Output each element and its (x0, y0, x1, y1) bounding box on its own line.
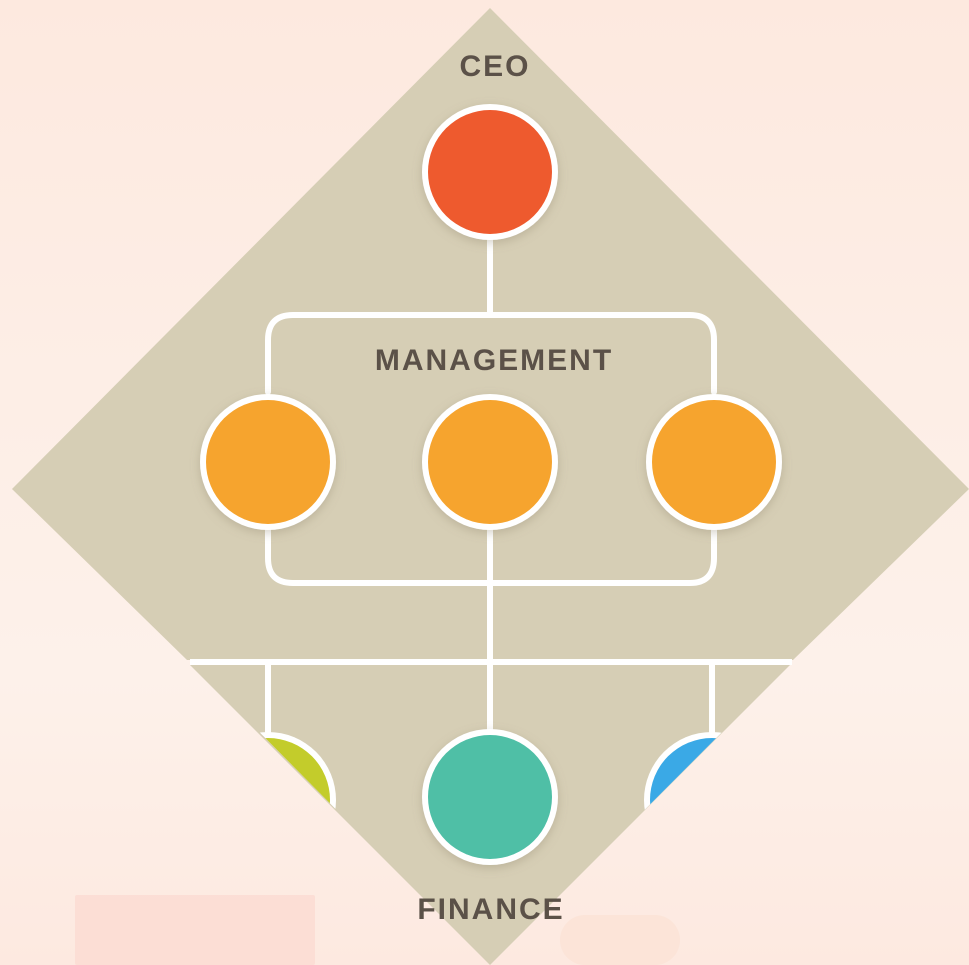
management-label: MANAGEMENT (375, 344, 613, 377)
ceo-node (422, 104, 558, 240)
ceo-label: CEO (459, 50, 530, 83)
finance-node (422, 729, 558, 865)
manager-node-right (646, 394, 782, 530)
background-shape (75, 895, 315, 965)
finance-label: FINANCE (417, 893, 564, 926)
background-shape (560, 915, 680, 965)
connector-lines (190, 237, 792, 738)
department-node-right (644, 732, 780, 868)
manager-node-left (200, 394, 336, 530)
manager-node-center (422, 394, 558, 530)
department-node-left (200, 732, 336, 868)
